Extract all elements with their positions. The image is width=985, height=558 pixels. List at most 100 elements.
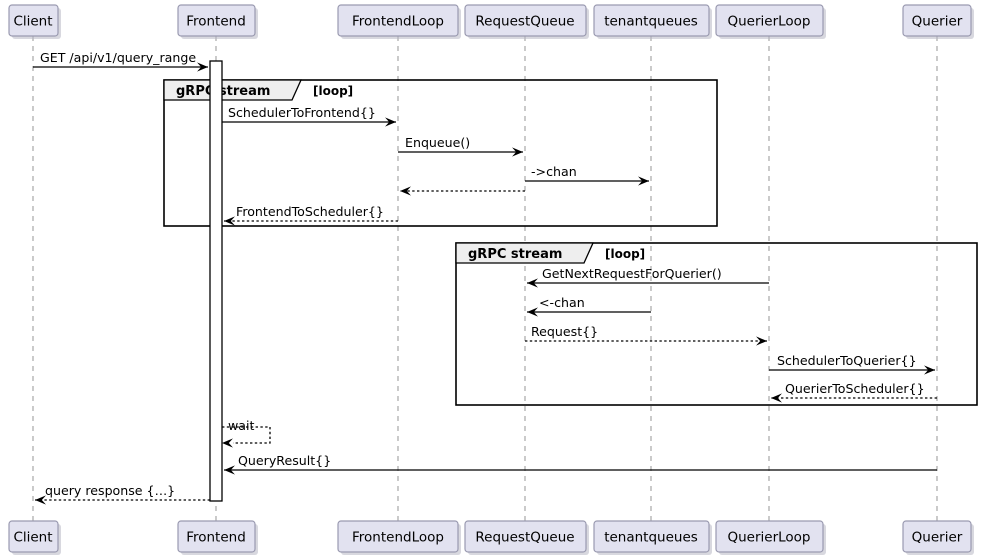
- message-label: query response {…}: [45, 483, 175, 498]
- message-label: GET /api/v1/query_range: [40, 50, 196, 65]
- msg-query-result: QueryResult{}: [224, 453, 937, 475]
- participant-querierloop-top[interactable]: QuerierLoop: [715, 4, 826, 39]
- participant-label: tenantqueues: [604, 14, 698, 30]
- message-label: QuerierToScheduler{}: [785, 381, 925, 396]
- participant-label: QuerierLoop: [727, 530, 810, 546]
- lifelines-layer: [32, 36, 938, 521]
- msg-get-next-request-for-querier: GetNextRequestForQuerier(): [527, 266, 769, 288]
- fragments-layer: gRPC stream [loop] gRPC stream [loop]: [163, 79, 978, 406]
- msg-request: Request{}: [525, 324, 767, 346]
- message-label: QueryResult{}: [238, 453, 331, 468]
- msg-enqueue: Enqueue(): [398, 135, 523, 157]
- msg-querier-to-scheduler: QuerierToScheduler{}: [771, 381, 937, 403]
- participant-box[interactable]: [902, 520, 972, 553]
- msg-scheduler-to-querier: SchedulerToQuerier{}: [769, 353, 935, 375]
- self-message-line: [222, 426, 271, 444]
- message-label: GetNextRequestForQuerier(): [542, 266, 722, 281]
- message-label: <-chan: [539, 295, 585, 310]
- participant-box[interactable]: [337, 520, 459, 553]
- message-label: SchedulerToFrontend{}: [228, 105, 376, 120]
- msg-scheduler-to-frontend: SchedulerToFrontend{}: [222, 105, 396, 127]
- participant-label: tenantqueues: [604, 530, 698, 546]
- fragment-border: [163, 79, 718, 227]
- participant-box[interactable]: [902, 4, 972, 37]
- participant-frontend-bottom[interactable]: Frontend: [177, 520, 258, 555]
- participant-box[interactable]: [177, 520, 256, 553]
- participant-querier-bottom[interactable]: Querier: [902, 520, 974, 555]
- fragment-border: [455, 242, 978, 406]
- msg-from-chan: <-chan: [527, 295, 651, 317]
- participant-label: QuerierLoop: [727, 14, 810, 30]
- participant-box[interactable]: [8, 520, 59, 553]
- msg-to-chan: ->chan: [525, 164, 649, 186]
- participant-box[interactable]: [593, 520, 710, 553]
- participant-querierloop-bottom[interactable]: QuerierLoop: [715, 520, 826, 555]
- arrowhead: [638, 176, 649, 186]
- arrowhead: [224, 216, 235, 226]
- participant-label: Client: [13, 530, 52, 546]
- arrowhead: [527, 307, 538, 317]
- participant-label: Client: [13, 14, 52, 30]
- participant-client-bottom[interactable]: Client: [8, 520, 61, 555]
- participant-tenantqueues-bottom[interactable]: tenantqueues: [593, 520, 712, 555]
- message-label: SchedulerToQuerier{}: [777, 353, 917, 368]
- fragment-grpc-stream-querier: gRPC stream [loop]: [455, 242, 978, 406]
- message-label: ->chan: [531, 164, 577, 179]
- msg-frontend-to-scheduler: FrontendToScheduler{}: [224, 204, 398, 226]
- participant-label: Frontend: [186, 14, 246, 30]
- participant-label: Frontend: [186, 530, 246, 546]
- arrowhead: [400, 186, 411, 196]
- arrowhead: [512, 147, 523, 157]
- participant-requestqueue-bottom[interactable]: RequestQueue: [464, 520, 589, 555]
- message-label: Enqueue(): [405, 135, 470, 150]
- fragment-grpc-stream-frontend: gRPC stream [loop]: [163, 79, 718, 227]
- messages-layer: GET /api/v1/query_rangeSchedulerToFronte…: [33, 50, 937, 505]
- participant-box[interactable]: [464, 4, 587, 37]
- fragment-tab: [163, 79, 303, 101]
- frontend-activation: [209, 60, 223, 502]
- participant-requestqueue-top[interactable]: RequestQueue: [464, 4, 589, 39]
- participant-querier-top[interactable]: Querier: [902, 4, 974, 39]
- participant-frontendloop-top[interactable]: FrontendLoop: [337, 4, 461, 39]
- fragment-guard: [loop]: [605, 247, 645, 261]
- arrowhead: [224, 465, 235, 475]
- participant-frontendloop-bottom[interactable]: FrontendLoop: [337, 520, 461, 555]
- arrowhead: [756, 336, 767, 346]
- participant-client-top[interactable]: Client: [8, 4, 61, 39]
- arrowhead: [527, 278, 538, 288]
- arrowhead: [197, 62, 208, 72]
- arrowhead: [222, 438, 233, 448]
- message-label: FrontendToScheduler{}: [236, 204, 384, 219]
- message-label: Request{}: [531, 324, 598, 339]
- fragment-title: gRPC stream: [468, 247, 562, 262]
- fragment-guard: [loop]: [313, 84, 353, 98]
- participant-box[interactable]: [177, 4, 256, 37]
- fragment-tab: [455, 242, 595, 264]
- fragment-title: gRPC stream: [176, 84, 270, 99]
- arrowhead: [924, 365, 935, 375]
- participant-label: Querier: [912, 14, 963, 30]
- msg-query-response: query response {…}: [35, 483, 210, 505]
- participant-frontend-top[interactable]: Frontend: [177, 4, 258, 39]
- participant-box[interactable]: [337, 4, 459, 37]
- msg-get-query-range: GET /api/v1/query_range: [33, 50, 208, 72]
- self-message-label: wait: [228, 418, 255, 433]
- participant-label: RequestQueue: [475, 530, 574, 546]
- participant-box[interactable]: [593, 4, 710, 37]
- participant-box[interactable]: [464, 520, 587, 553]
- arrowhead: [35, 495, 46, 505]
- participant-tenantqueues-top[interactable]: tenantqueues: [593, 4, 712, 39]
- arrowhead: [385, 117, 396, 127]
- msg-wait-self: wait: [222, 418, 271, 448]
- participant-box[interactable]: [715, 4, 824, 37]
- participant-box[interactable]: [8, 4, 59, 37]
- activations-layer: [209, 60, 223, 502]
- msg-enqueue-return: [400, 186, 525, 196]
- participant-label: Querier: [912, 530, 963, 546]
- participant-box[interactable]: [715, 520, 824, 553]
- participant-label: RequestQueue: [475, 14, 574, 30]
- participant-label: FrontendLoop: [352, 14, 444, 30]
